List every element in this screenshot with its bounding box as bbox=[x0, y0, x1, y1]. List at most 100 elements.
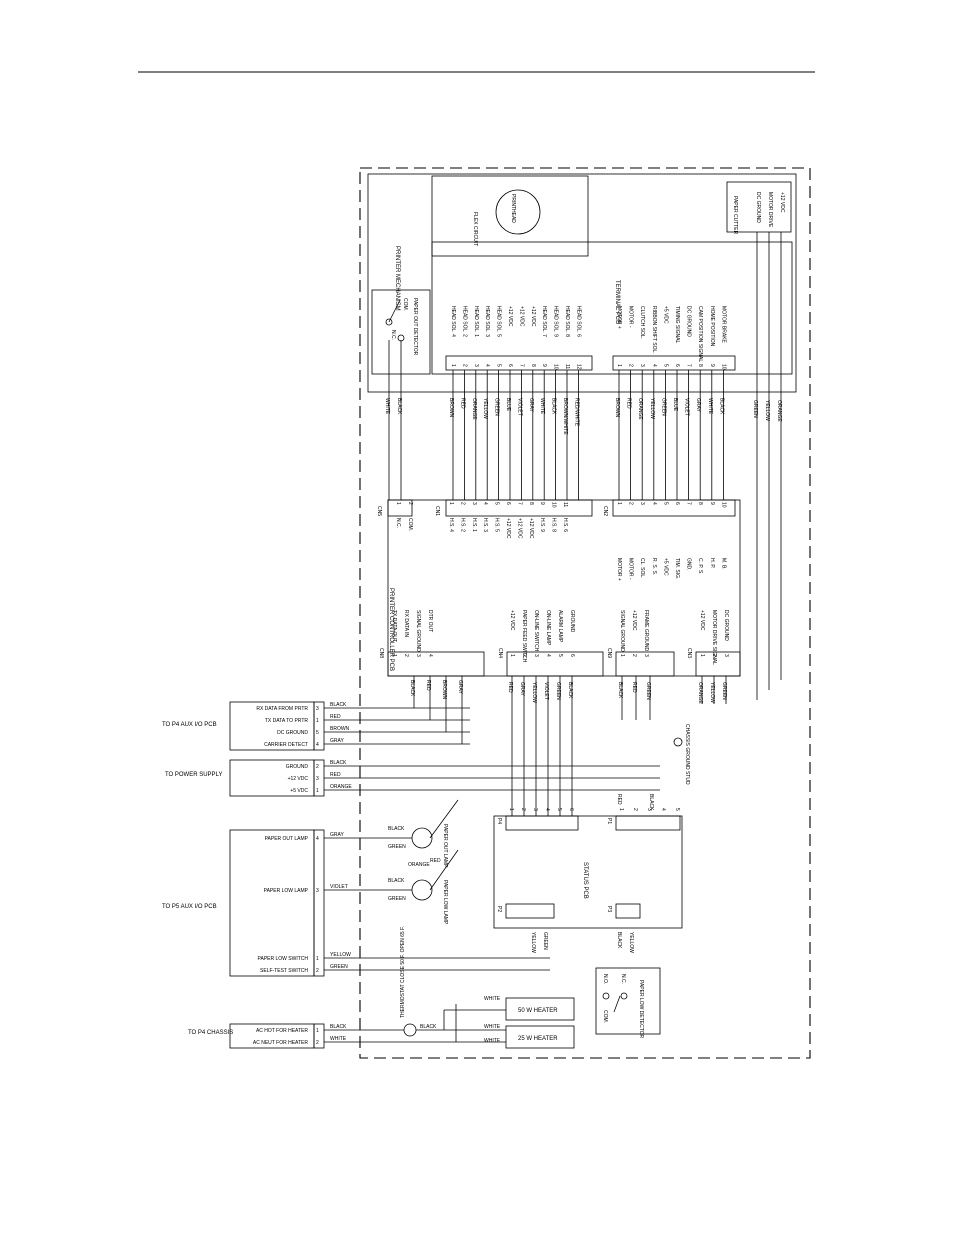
cutter-wire-color: YELLOW bbox=[764, 400, 770, 421]
ctl-cn4-signal: GROUND bbox=[569, 610, 575, 633]
cn4-wire-color: YELLOW bbox=[531, 682, 537, 703]
cutter-signal: +12 VDC bbox=[779, 192, 785, 213]
terminal-pin: 9 bbox=[709, 364, 715, 367]
p3-wire-color: YELLOW bbox=[628, 932, 634, 953]
ctl-cn1-pin: 8 bbox=[528, 502, 534, 505]
terminal-pin: 6 bbox=[674, 364, 680, 367]
lamp-wire bbox=[429, 849, 459, 891]
printer-mechanism: PRINTER MECHANISM PRINTHEAD FLEX CIRCUIT… bbox=[367, 173, 797, 393]
cn8-label: CN8 bbox=[378, 648, 384, 658]
terminal-pin: 8 bbox=[697, 364, 703, 367]
heater2-label: 25 W HEATER bbox=[518, 1036, 558, 1042]
head-pin: 10 bbox=[553, 364, 559, 370]
cn5-wire-color: WHITE bbox=[384, 398, 390, 415]
ctl-cn2-signal: CL. SOL. bbox=[639, 558, 645, 579]
head-signal: +12 VDC bbox=[530, 306, 536, 327]
cn4-wire-color: BLACK bbox=[567, 682, 573, 699]
head-signal: +12 VDC bbox=[518, 306, 524, 327]
cutter-wire-color: GREEN bbox=[752, 400, 758, 418]
ctl-cn8-pin: 3 bbox=[415, 654, 421, 657]
terminal-signal: MOTOR BRAKE bbox=[720, 306, 726, 344]
p1-wire-color: RED bbox=[616, 794, 622, 805]
printer-controller: PRINTER CONTROLLER PCB CN5 CN1 CN2 CN8 C… bbox=[376, 499, 741, 816]
status-p4: P4 bbox=[496, 818, 502, 824]
head-pin: 8 bbox=[530, 364, 536, 367]
power-rows-wire-color: BLACK bbox=[330, 760, 347, 766]
chassis-ground-label: CHASSIS GROUND STUD bbox=[684, 724, 690, 785]
cn5-label: CN5 bbox=[376, 506, 382, 516]
cutter-signal: MOTOR DRIVE bbox=[767, 192, 773, 228]
terminal-signal: TIMING SIGNAL bbox=[674, 306, 680, 343]
head-pin: 11 bbox=[564, 364, 570, 369]
cn2-wire-color: ORANGE bbox=[637, 398, 643, 420]
ctl-cn4-pin: 1 bbox=[509, 654, 515, 657]
aux-p4-rows-wire-color: GRAY bbox=[330, 738, 344, 744]
head-signal: +12 VDC bbox=[507, 306, 513, 327]
head-signal: HEAD SOL. 8 bbox=[564, 306, 570, 337]
cn3-wire-color: GREEN bbox=[721, 682, 727, 700]
cn5-wire-color: BLACK bbox=[396, 398, 402, 415]
terminal-pin: 3 bbox=[639, 364, 645, 367]
p4-pin: 3 bbox=[532, 808, 538, 811]
ctl-cn9-signal: SIGNAL GROUND bbox=[619, 610, 625, 652]
aux-p4-rows-pin: 1 bbox=[316, 718, 319, 724]
ctl-cn8-pin: 2 bbox=[403, 654, 409, 657]
heater-signal: AC NEUT FOR HEATER bbox=[253, 1040, 308, 1046]
ctl-cn2-signal: C. P. S. bbox=[697, 558, 703, 575]
p3-wire-color: BLACK bbox=[616, 932, 622, 949]
detector-nc-label: N.C. bbox=[390, 330, 396, 340]
cn3-wire-color: ORANGE bbox=[697, 682, 703, 704]
cn9-wire-color: BLACK bbox=[617, 682, 623, 699]
p1-pin: 2 bbox=[632, 808, 638, 811]
aux-p4-rows-wire-color: BROWN bbox=[330, 726, 350, 732]
ctl-cn1-signal: H.S. 9 bbox=[539, 518, 545, 532]
ctl-cn3-pin: 1 bbox=[699, 654, 705, 657]
head-signal: HEAD SOL. 9 bbox=[553, 306, 559, 337]
terminal-pin: 4 bbox=[651, 364, 657, 367]
aux-p5-target: TO P5 AUX I/O PCB bbox=[162, 904, 217, 910]
ctl-cn8-signal: RX DATA IN bbox=[403, 610, 409, 637]
ctl-cn9-pin: 3 bbox=[643, 654, 649, 657]
ctl-cn1-pin: 1 bbox=[448, 502, 454, 505]
aux-p5-wire-color: GREEN bbox=[330, 964, 348, 970]
heater-wire-color: BLACK bbox=[420, 1024, 437, 1030]
terminal-signal: HOME POSITION bbox=[709, 306, 715, 347]
ctl-cn4-signal: ON-LINE LAMP bbox=[545, 610, 551, 646]
cn1-wire-color: ORANGE bbox=[471, 398, 477, 420]
paper-cutter-label: PAPER CUTTER bbox=[732, 196, 738, 235]
head-signal: HEAD SOL. 7 bbox=[541, 306, 547, 337]
power-rows-signal: GROUND bbox=[286, 764, 309, 770]
ctl-cn4-pin: 2 bbox=[521, 654, 527, 657]
p4-pin: 5 bbox=[556, 808, 562, 811]
ctl-cn2-pin: 10 bbox=[720, 502, 726, 508]
head-pin: 9 bbox=[541, 364, 547, 367]
cn5-wire-list: WHITE BLACK bbox=[384, 340, 402, 500]
flex-circuit-label: FLEX CIRCUIT bbox=[472, 212, 478, 246]
ctl-cn4-signal: PAPER FEED SWITCH bbox=[521, 610, 527, 663]
paper-low-detector: PAPER LOW DETECTOR N.O. N.C. COM. bbox=[595, 967, 661, 1039]
terminal-signal: +5 VDC bbox=[662, 306, 668, 324]
ctl-cn8-signal: TX DATA OUT bbox=[391, 610, 397, 642]
lamp-wire-color: RED bbox=[430, 858, 441, 864]
head-pin: 12 bbox=[575, 364, 581, 370]
ctl-cn1-pin: 10 bbox=[551, 502, 557, 508]
cutter-wire-color: ORANGE bbox=[776, 400, 782, 422]
terminal-pin: 7 bbox=[686, 364, 692, 367]
lamp-wire-color: GREEN bbox=[388, 896, 406, 902]
aux-p5-wire-color: GRAY bbox=[330, 832, 344, 838]
aux-p4-rows-pin: 4 bbox=[316, 742, 319, 748]
ctl-cn5-signal: N.C. bbox=[395, 518, 401, 528]
p2-wire-color: YELLOW bbox=[530, 932, 536, 953]
p1-pin: 4 bbox=[660, 808, 666, 811]
heater1-label: 50 W HEATER bbox=[518, 1008, 558, 1014]
heater-wire-color: WHITE bbox=[484, 1024, 501, 1030]
terminal-pin: 2 bbox=[628, 364, 634, 367]
cn2-label: CN2 bbox=[602, 506, 608, 516]
ctl-cn4-pin: 6 bbox=[569, 654, 575, 657]
ctl-cn1-pin: 3 bbox=[471, 502, 477, 505]
head-signal: HEAD SOL. 5 bbox=[496, 306, 502, 337]
aux-p4-rows-signal: TX DATA TO PRTR bbox=[265, 718, 309, 724]
